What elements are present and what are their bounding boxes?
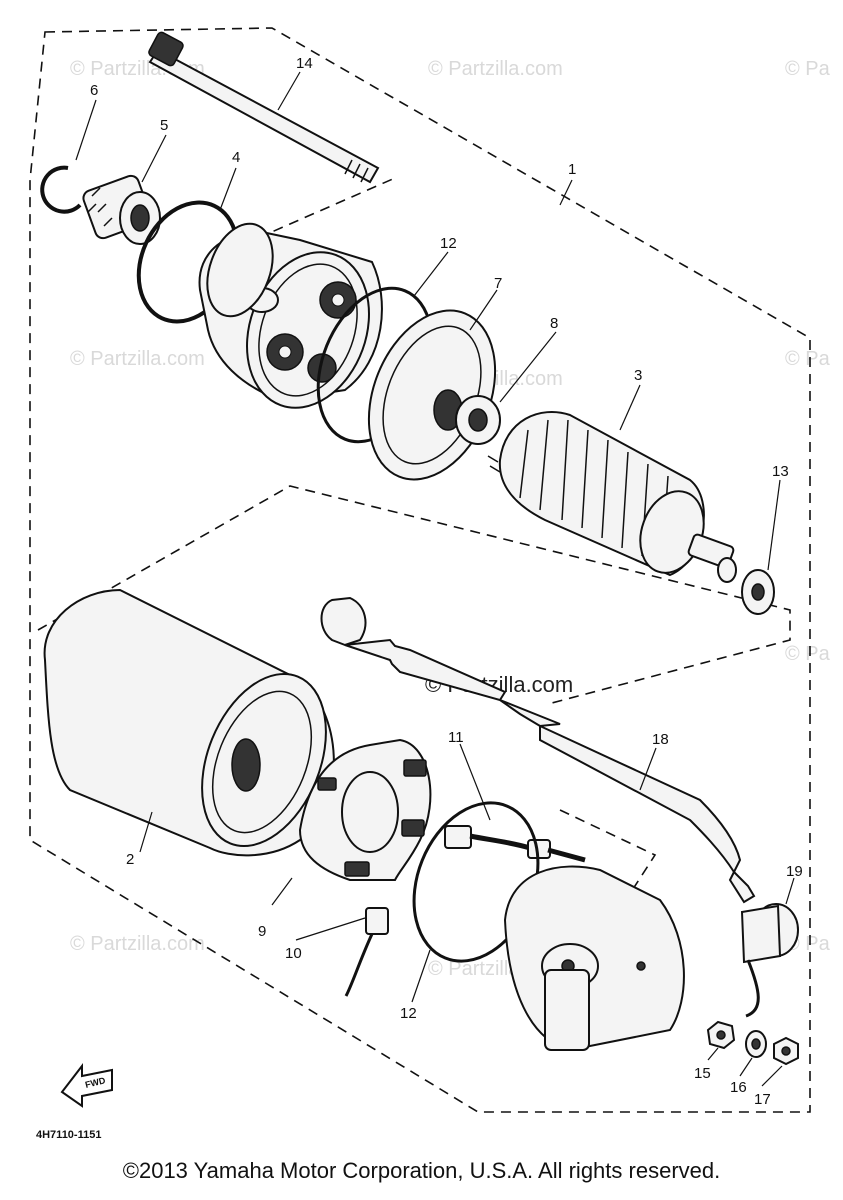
callout-2: 2 bbox=[126, 851, 134, 868]
callout-15: 15 bbox=[694, 1065, 711, 1082]
callout-5: 5 bbox=[160, 117, 168, 134]
brush-lead-part bbox=[444, 825, 586, 863]
assembly-boundary bbox=[29, 27, 811, 1113]
terminal-cover-part bbox=[740, 903, 799, 1018]
callout-13: 13 bbox=[772, 463, 789, 480]
through-bolt-part bbox=[148, 31, 380, 184]
callout-18: 18 bbox=[652, 731, 669, 748]
gear-case-guide-line bbox=[257, 177, 396, 239]
yoke-part bbox=[43, 588, 335, 857]
callout-1: 1 bbox=[568, 161, 576, 178]
forward-arrow-icon: FWD bbox=[60, 1063, 113, 1108]
callout-4: 4 bbox=[232, 149, 240, 166]
diagram-code: 4H7110-1151 bbox=[36, 1129, 101, 1141]
callout-8: 8 bbox=[550, 315, 558, 332]
armature-part bbox=[487, 411, 737, 583]
callout-3: 3 bbox=[634, 367, 642, 384]
nut-part bbox=[706, 1020, 736, 1050]
callout-7: 7 bbox=[494, 275, 502, 292]
callout-19: 19 bbox=[786, 863, 803, 880]
callout-11: 11 bbox=[448, 729, 464, 746]
brush-holder-part bbox=[298, 738, 432, 881]
forward-label: FWD bbox=[84, 1075, 107, 1090]
lead-wire-part bbox=[320, 596, 756, 904]
callout-12-upper: 12 bbox=[440, 235, 457, 252]
callout-17: 17 bbox=[754, 1091, 771, 1108]
watermark: © Pa bbox=[785, 643, 831, 665]
watermark: © Pa bbox=[785, 58, 831, 80]
rear-cover-part bbox=[503, 865, 685, 1052]
circlip-part bbox=[40, 165, 82, 214]
leader-lines bbox=[75, 71, 795, 1087]
washer-part bbox=[455, 395, 501, 445]
watermark: © Partzilla.com bbox=[428, 58, 563, 80]
watermark: © Partzilla.com bbox=[70, 348, 205, 370]
callout-14: 14 bbox=[296, 55, 313, 72]
watermark: © Pa bbox=[785, 348, 831, 370]
callout-6: 6 bbox=[90, 82, 98, 99]
callout-16: 16 bbox=[730, 1079, 747, 1096]
armature-guide-line bbox=[37, 485, 791, 705]
lock-washer-part bbox=[745, 1030, 767, 1058]
callout-9: 9 bbox=[258, 923, 266, 940]
gear-housing-part bbox=[198, 222, 383, 409]
thrust-washer-part bbox=[741, 569, 775, 615]
nut-part bbox=[773, 1036, 799, 1066]
copyright-notice: ©2013 Yamaha Motor Corporation, U.S.A. A… bbox=[122, 1158, 721, 1183]
watermark: © Partzilla.com bbox=[70, 933, 205, 955]
brush-part bbox=[344, 907, 389, 997]
callout-labels: 1 2 3 4 5 6 7 8 9 10 11 12 12 13 14 15 1… bbox=[90, 55, 803, 1108]
pinion-gear-part bbox=[82, 174, 161, 245]
callout-10: 10 bbox=[285, 945, 302, 962]
callout-12-lower: 12 bbox=[400, 1005, 417, 1022]
